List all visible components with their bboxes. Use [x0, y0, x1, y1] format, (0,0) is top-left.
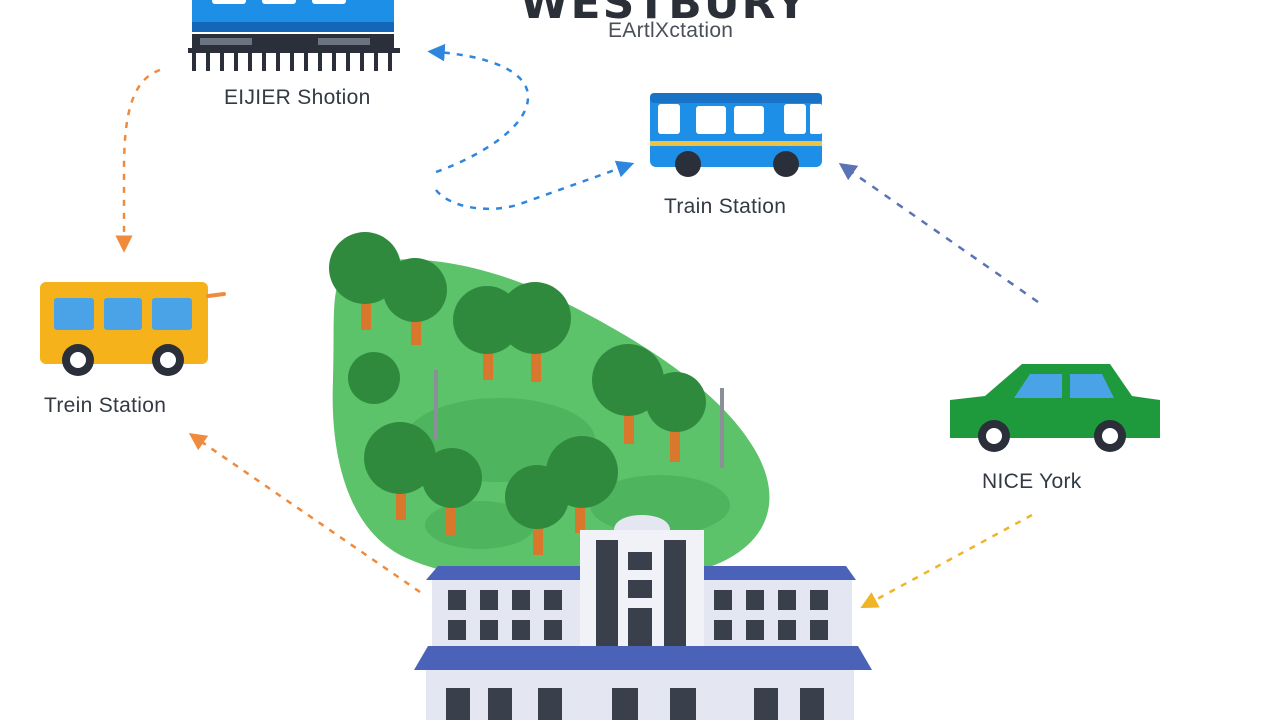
- car-label: NICE York: [982, 470, 1082, 493]
- arrow-car-to-building: [860, 513, 1033, 609]
- train-station-label: Train Station: [664, 195, 787, 218]
- car-icon: [950, 364, 1160, 452]
- tree-group: [329, 232, 724, 555]
- bus-icon: [40, 282, 226, 376]
- diagram-subtitle: EArtlXctation: [608, 19, 734, 42]
- bus-station-label: Trein Station: [44, 394, 167, 417]
- arrow-top-train-to-bus: [115, 68, 161, 253]
- arrow-car-to-right-train: [838, 162, 1039, 304]
- office-building-icon: [414, 515, 872, 720]
- connector-arrows: [115, 43, 1039, 609]
- arrow-bus-to-building: [188, 433, 421, 594]
- train-icon: [188, 0, 400, 71]
- top-train-label: EIJIER Shotion: [224, 86, 371, 109]
- arrow-loop-to-right-train: [435, 160, 635, 211]
- diagram-title: WESTBURY: [520, 0, 809, 29]
- park-trees-icon: [329, 232, 770, 585]
- arrow-loop-to-top-train: [427, 43, 530, 174]
- tram-icon: [650, 93, 822, 177]
